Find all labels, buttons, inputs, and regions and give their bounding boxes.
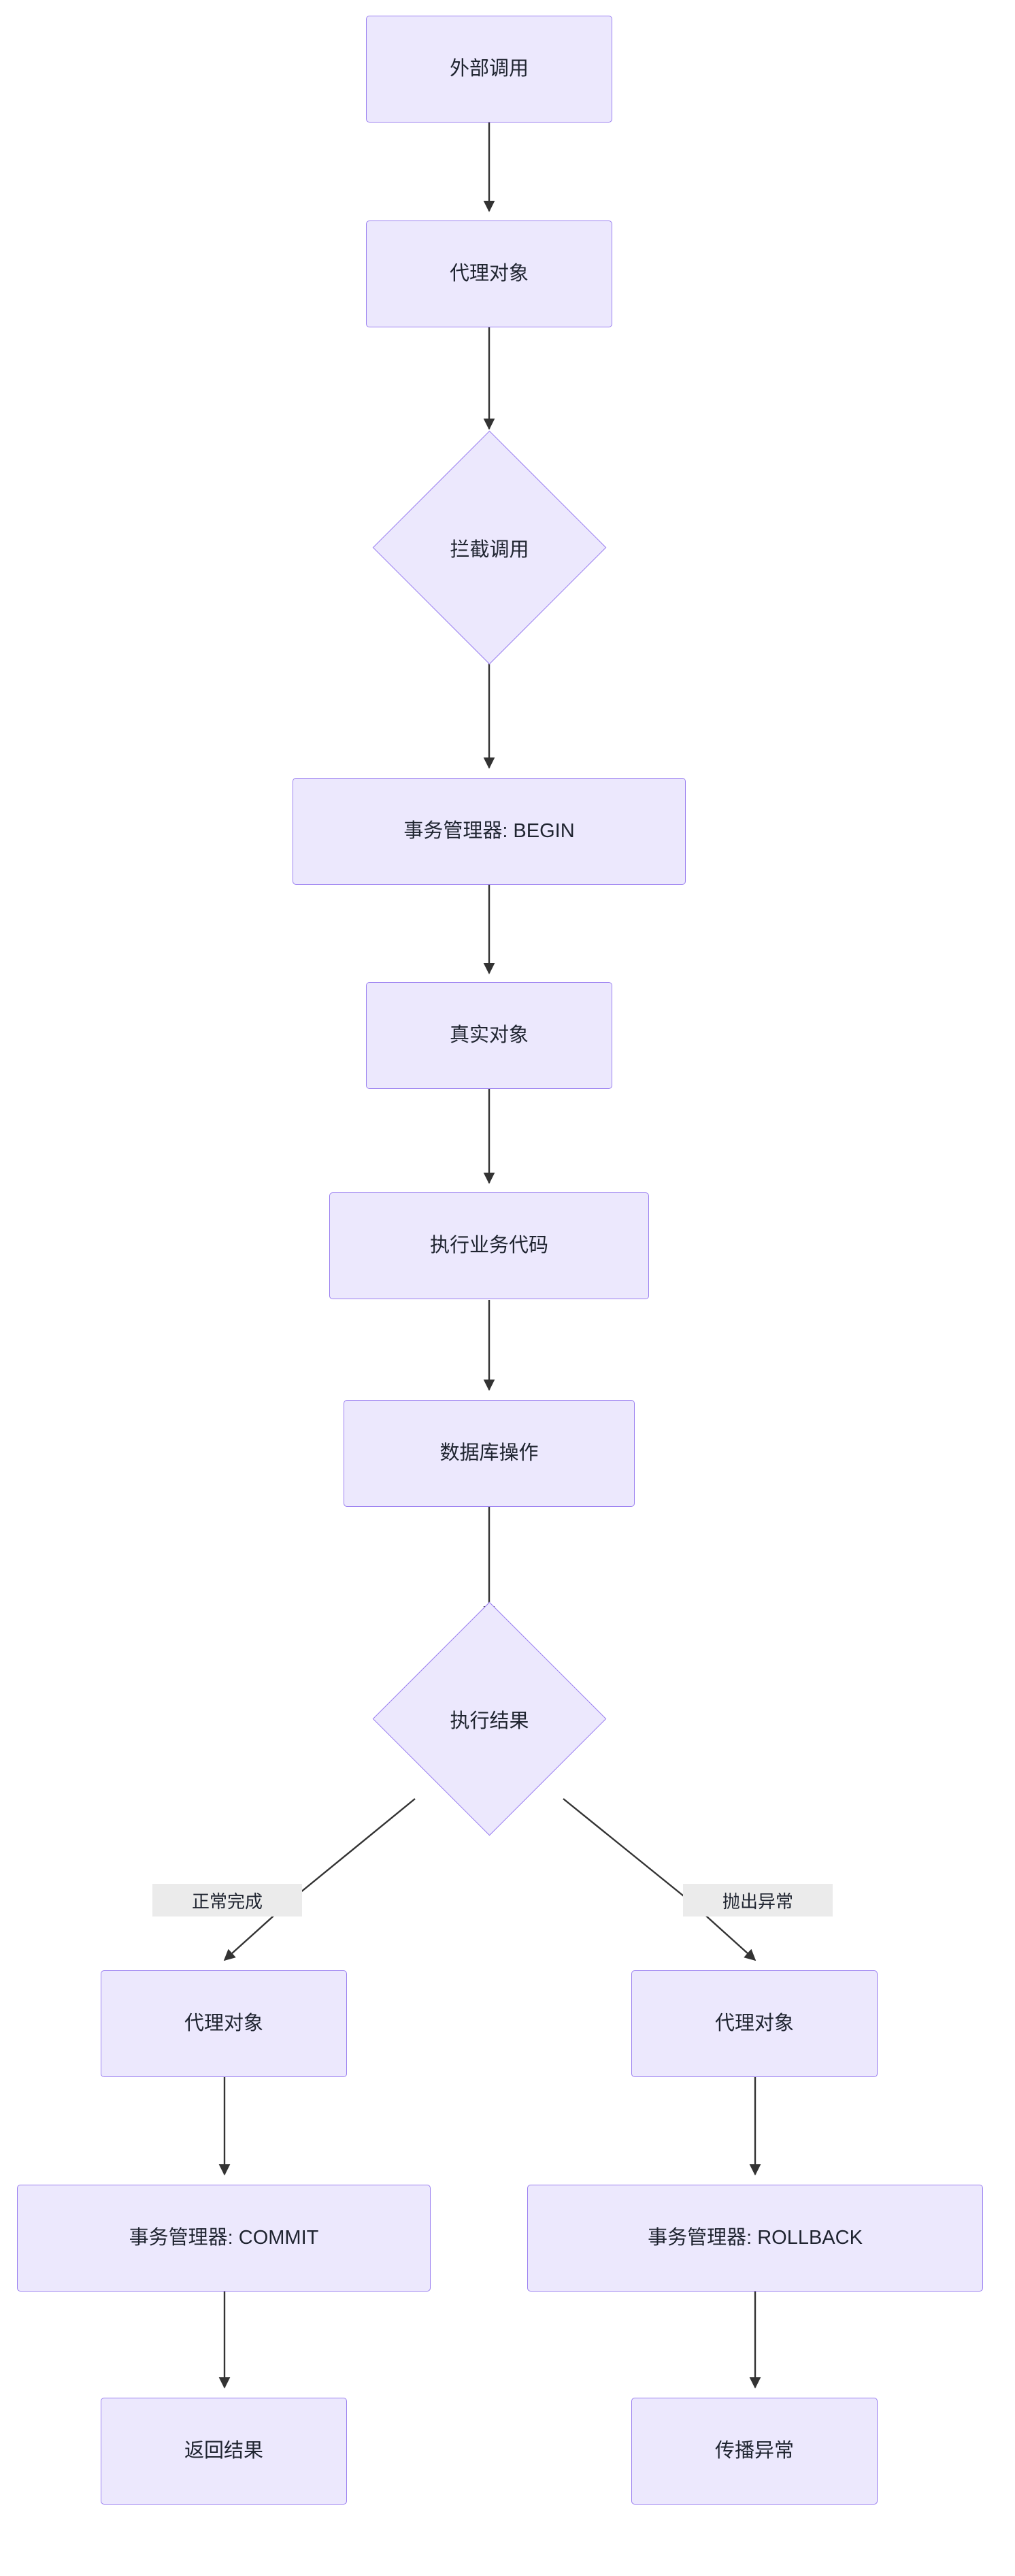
node-label: 代理对象	[449, 263, 529, 285]
node-label: 代理对象	[714, 2012, 794, 2035]
node-label: 事务管理器: BEGIN	[403, 820, 575, 843]
node-label: 代理对象	[184, 2012, 263, 2035]
node-label: 真实对象	[449, 1024, 529, 1047]
node-label: 事务管理器: COMMIT	[129, 2227, 319, 2249]
node-real-object[interactable]: 真实对象	[366, 982, 612, 1089]
node-propagate-exception[interactable]: 传播异常	[631, 2398, 878, 2505]
node-tx-manager-commit[interactable]: 事务管理器: COMMIT	[17, 2185, 431, 2292]
node-proxy-object-commit-branch[interactable]: 代理对象	[101, 1970, 347, 2077]
node-label: 数据库操作	[439, 1442, 539, 1465]
edge-label-throw-exception: 抛出异常	[683, 1884, 833, 1917]
node-execute-business-code[interactable]: 执行业务代码	[329, 1192, 649, 1299]
node-execution-result-label: 执行结果	[450, 1710, 529, 1732]
node-tx-manager-rollback[interactable]: 事务管理器: ROLLBACK	[527, 2185, 983, 2292]
node-label: 返回结果	[184, 2440, 263, 2462]
node-return-result[interactable]: 返回结果	[101, 2398, 347, 2505]
node-external-call[interactable]: 外部调用	[366, 16, 612, 123]
node-tx-manager-begin[interactable]: 事务管理器: BEGIN	[293, 778, 686, 885]
edge-label-normal-complete: 正常完成	[152, 1884, 302, 1917]
node-label: 事务管理器: ROLLBACK	[648, 2227, 863, 2249]
node-label: 执行业务代码	[429, 1235, 548, 1257]
node-proxy-object-rollback-branch[interactable]: 代理对象	[631, 1970, 878, 2077]
node-label: 外部调用	[449, 58, 529, 80]
node-intercept-call-label: 拦截调用	[450, 538, 529, 561]
node-database-operation[interactable]: 数据库操作	[344, 1400, 635, 1507]
node-proxy-object[interactable]: 代理对象	[366, 221, 612, 327]
edge-n8-n12	[563, 1798, 756, 1961]
edge-n8-n9	[223, 1798, 416, 1961]
node-label: 传播异常	[714, 2440, 794, 2462]
